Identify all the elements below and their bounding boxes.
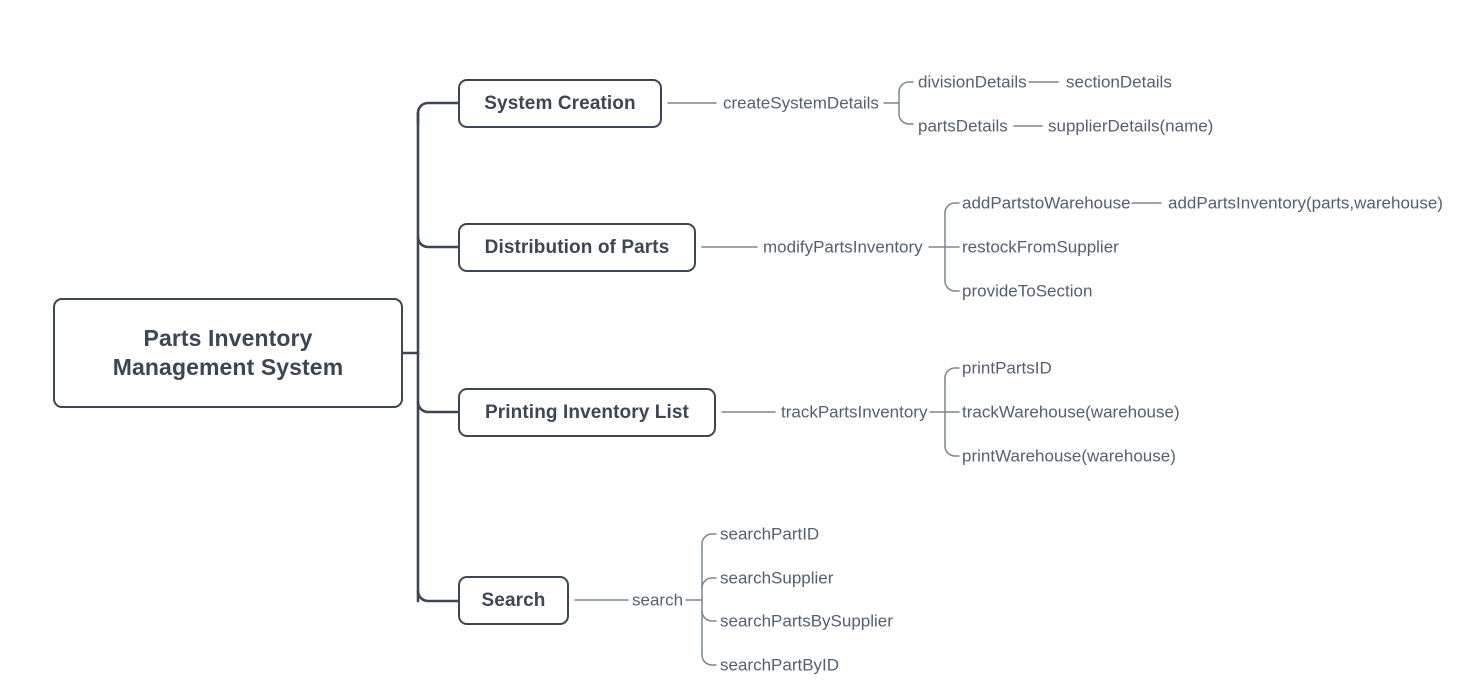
root-node[interactable]: Parts Inventory Management System bbox=[53, 298, 403, 408]
bracket-2-arm-top bbox=[944, 367, 960, 379]
leaf-search-supplier[interactable]: searchSupplier bbox=[720, 568, 834, 588]
leaf-print-parts-id[interactable]: printPartsID bbox=[962, 358, 1052, 378]
trunk-to-branch-1 bbox=[416, 235, 460, 249]
bracket-3-arm-2 bbox=[701, 610, 717, 622]
branch-node-system-creation[interactable]: System Creation bbox=[458, 79, 662, 128]
bracket-0 bbox=[896, 91, 900, 115]
leaf-add-parts-to-warehouse[interactable]: addPartstoWarehouse bbox=[962, 193, 1131, 213]
bracket-1-arm-top bbox=[944, 202, 960, 214]
bracket-1-arm-bot bbox=[944, 280, 960, 292]
branch-node-search[interactable]: Search bbox=[458, 576, 569, 625]
leaf-provide-to-section[interactable]: provideToSection bbox=[962, 281, 1093, 301]
leaf-section-details[interactable]: sectionDetails bbox=[1066, 72, 1172, 92]
leaf-track-warehouse-warehouse[interactable]: trackWarehouse(warehouse) bbox=[962, 402, 1180, 422]
leaf-supplier-details-name[interactable]: supplierDetails(name) bbox=[1048, 116, 1214, 136]
trunk-to-branch-0 bbox=[416, 101, 460, 125]
leaf-add-parts-inventory-parts-warehouse[interactable]: addPartsInventory(parts,warehouse) bbox=[1168, 193, 1443, 213]
bracket-0-arm-bot bbox=[898, 113, 914, 125]
leaf-print-warehouse-warehouse[interactable]: printWarehouse(warehouse) bbox=[962, 446, 1176, 466]
trunk-to-branch-3 bbox=[416, 589, 460, 603]
leaf-create-system-details[interactable]: createSystemDetails bbox=[723, 93, 879, 113]
trunk-to-branch-2 bbox=[416, 400, 460, 414]
bracket-0-arm-top bbox=[898, 81, 914, 93]
bracket-3-arm-3 bbox=[701, 654, 717, 666]
leaf-division-details[interactable]: divisionDetails bbox=[918, 72, 1027, 92]
leaf-modify-parts-inventory[interactable]: modifyPartsInventory bbox=[763, 237, 923, 257]
leaf-search[interactable]: search bbox=[632, 590, 684, 610]
leaf-track-parts-inventory[interactable]: trackPartsInventory bbox=[781, 402, 928, 422]
leaf-parts-details[interactable]: partsDetails bbox=[918, 116, 1008, 136]
branch-node-printing-inventory-list[interactable]: Printing Inventory List bbox=[458, 388, 716, 437]
leaf-search-part-by-id[interactable]: searchPartByID bbox=[720, 655, 840, 675]
leaf-search-parts-by-supplier[interactable]: searchPartsBySupplier bbox=[720, 611, 893, 631]
leaf-restock-from-supplier[interactable]: restockFromSupplier bbox=[962, 237, 1119, 257]
bracket-3-arm-0 bbox=[701, 533, 717, 545]
bracket-2-arm-bot bbox=[944, 445, 960, 457]
branch-node-distribution-of-parts[interactable]: Distribution of Parts bbox=[458, 223, 696, 272]
leaf-search-part-id[interactable]: searchPartID bbox=[720, 524, 820, 544]
bracket-3-arm-1 bbox=[701, 577, 717, 589]
